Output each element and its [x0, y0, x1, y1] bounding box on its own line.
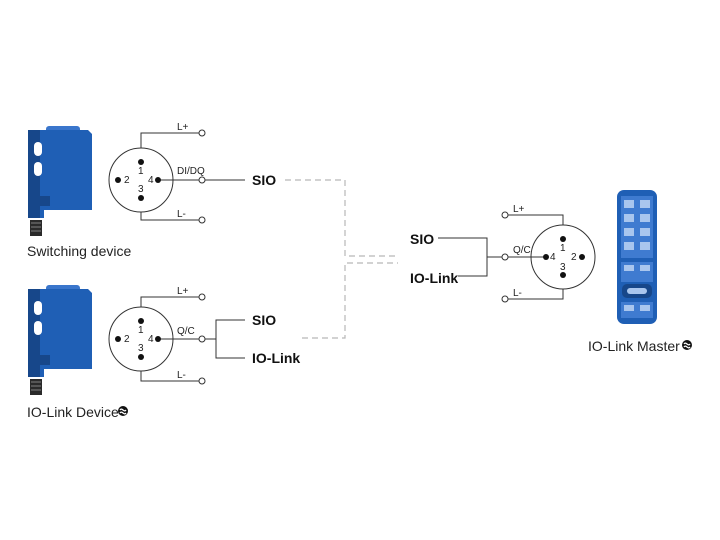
- signal-label-sio: SIO: [252, 312, 277, 328]
- pin-label: 3: [560, 262, 566, 273]
- wire-label-lplus: L+: [177, 286, 189, 297]
- terminal-switching-bottom: [198, 216, 206, 224]
- dashed-connections: [285, 179, 398, 339]
- wire-label-signal: DI/DQ: [177, 166, 205, 177]
- pin-label: 2: [124, 175, 130, 186]
- pin-dot: [560, 236, 566, 242]
- pin-dot: [138, 159, 144, 165]
- signal-label-iolink: IO-Link: [410, 270, 459, 286]
- dashed-line-iolink: [302, 262, 398, 339]
- iolink-master-image: [617, 190, 657, 324]
- wire-iolink-bottom: [140, 371, 199, 382]
- wire-label-lplus: L+: [513, 204, 525, 215]
- wire-label-lminus: L-: [177, 370, 186, 381]
- switching-device-image: [28, 126, 92, 236]
- terminal-iolink-signal: [198, 335, 206, 343]
- connector-master-pins: [543, 236, 585, 278]
- connector-iolink-device: [108, 293, 245, 385]
- pin-dot: [138, 354, 144, 360]
- terminal-master-bottom: [501, 295, 509, 303]
- terminal-master-top: [501, 211, 509, 219]
- pin-label: 4: [550, 252, 556, 263]
- wire-label-signal: Q/C: [177, 326, 195, 337]
- wire-label-lminus: L-: [177, 209, 186, 220]
- signal-label-iolink: IO-Link: [252, 350, 301, 366]
- pin-label: 3: [138, 184, 144, 195]
- terminal-switching-top: [198, 129, 206, 137]
- pin-dot: [543, 254, 549, 260]
- pin-dot: [138, 318, 144, 324]
- pin-label: 2: [124, 334, 130, 345]
- wire-label-lplus: L+: [177, 122, 189, 133]
- iolink-device-image: [28, 285, 92, 395]
- connector-switching: [108, 129, 245, 224]
- pin-label: 1: [138, 325, 144, 336]
- pin-dot: [115, 177, 121, 183]
- iolink-master-caption: IO-Link Master: [588, 338, 680, 354]
- wire-master-top: [507, 214, 564, 225]
- wire-switching-bottom: [140, 212, 199, 221]
- signal-label-sio: SIO: [410, 231, 435, 247]
- pin-dot: [115, 336, 121, 342]
- wire-master-branch: [438, 237, 488, 277]
- pin-label: 1: [138, 166, 144, 177]
- wire-iolink-top: [140, 296, 199, 307]
- wire-label-signal: Q/C: [513, 245, 531, 256]
- pin-label: 1: [560, 243, 566, 254]
- pin-label: 4: [148, 175, 154, 186]
- iolink-device-caption: IO-Link Device: [27, 404, 119, 420]
- terminal-switching-signal: [198, 176, 206, 184]
- pin-label: 3: [138, 343, 144, 354]
- terminal-master-signal: [501, 253, 509, 261]
- pin-dot: [155, 336, 161, 342]
- terminal-iolink-top: [198, 293, 206, 301]
- connector-iolink-pins: [115, 318, 161, 360]
- wire-label-lminus: L-: [513, 288, 522, 299]
- pin-label: 4: [148, 334, 154, 345]
- wire-switching-top: [140, 132, 199, 148]
- wire-master-bottom: [507, 289, 564, 300]
- terminal-iolink-bottom: [198, 377, 206, 385]
- switching-device-caption: Switching device: [27, 243, 132, 259]
- wire-iolink-branch: [215, 319, 245, 359]
- pin-dot: [155, 177, 161, 183]
- pin-dot: [579, 254, 585, 260]
- iolink-logo-icon: [117, 405, 129, 417]
- signal-label-sio: SIO: [252, 172, 277, 188]
- pin-dot: [560, 272, 566, 278]
- pin-label: 2: [571, 252, 577, 263]
- connector-switching-pins: [115, 159, 161, 201]
- iolink-logo-icon: [681, 339, 693, 351]
- pin-dot: [138, 195, 144, 201]
- dashed-line-switching: [285, 179, 398, 257]
- connector-master: [438, 211, 596, 303]
